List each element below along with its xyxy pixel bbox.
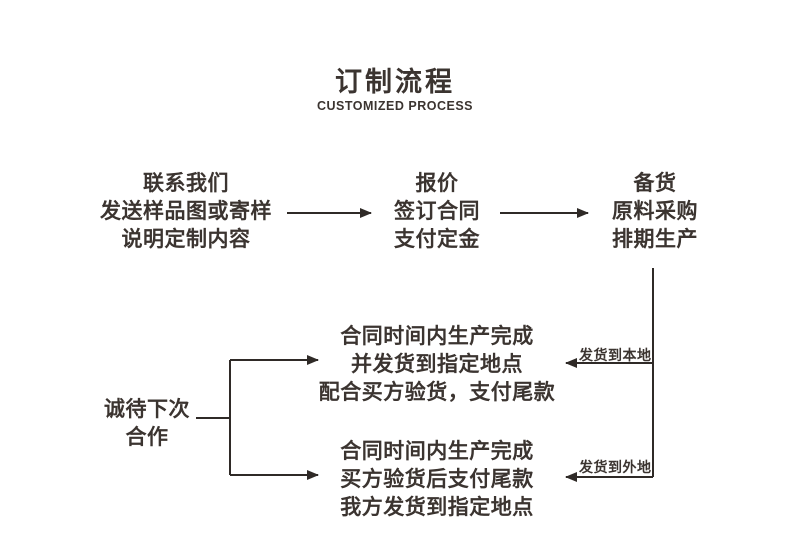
closing-bracket-line [196, 360, 231, 475]
branch-local-line-2: 并发货到指定地点 [351, 353, 523, 376]
step-contact: 联系我们 发送样品图或寄样 说明定制内容 [76, 170, 296, 254]
step-stock-line-3: 排期生产 [612, 228, 698, 251]
step-quote-line-2: 签订合同 [394, 200, 480, 223]
page-title: 订制流程 [335, 67, 455, 97]
branch-local-line-1: 合同时间内生产完成 [340, 325, 534, 348]
closing-note: 诚待下次 合作 [77, 396, 217, 452]
ship-remote-label: 发货到外地 [579, 459, 652, 475]
step-quote: 报价 签订合同 支付定金 [347, 170, 527, 254]
branch-remote-line-2: 买方验货后支付尾款 [340, 468, 534, 491]
step-stock: 备货 原料采购 排期生产 [563, 170, 747, 254]
step-quote-line-3: 支付定金 [394, 228, 480, 251]
branch-local-line-3: 配合买方验货，支付尾款 [318, 381, 556, 404]
closing-note-line-2: 合作 [125, 426, 169, 449]
branch-remote: 合同时间内生产完成 买方验货后支付尾款 我方发货到指定地点 [307, 438, 567, 522]
ship-local-label: 发货到本地 [579, 347, 652, 363]
step-contact-line-2: 发送样品图或寄样 [100, 200, 272, 223]
step-quote-line-1: 报价 [415, 172, 459, 195]
closing-note-line-1: 诚待下次 [104, 398, 190, 421]
step-stock-line-2: 原料采购 [612, 200, 698, 223]
page-subtitle: CUSTOMIZED PROCESS [316, 99, 473, 113]
branch-remote-line-3: 我方发货到指定地点 [340, 496, 534, 519]
branch-local: 合同时间内生产完成 并发货到指定地点 配合买方验货，支付尾款 [307, 323, 567, 407]
step-contact-line-1: 联系我们 [143, 172, 229, 195]
step-stock-line-1: 备货 [633, 172, 677, 195]
step-contact-line-3: 说明定制内容 [121, 228, 251, 251]
branch-remote-line-1: 合同时间内生产完成 [340, 440, 534, 463]
